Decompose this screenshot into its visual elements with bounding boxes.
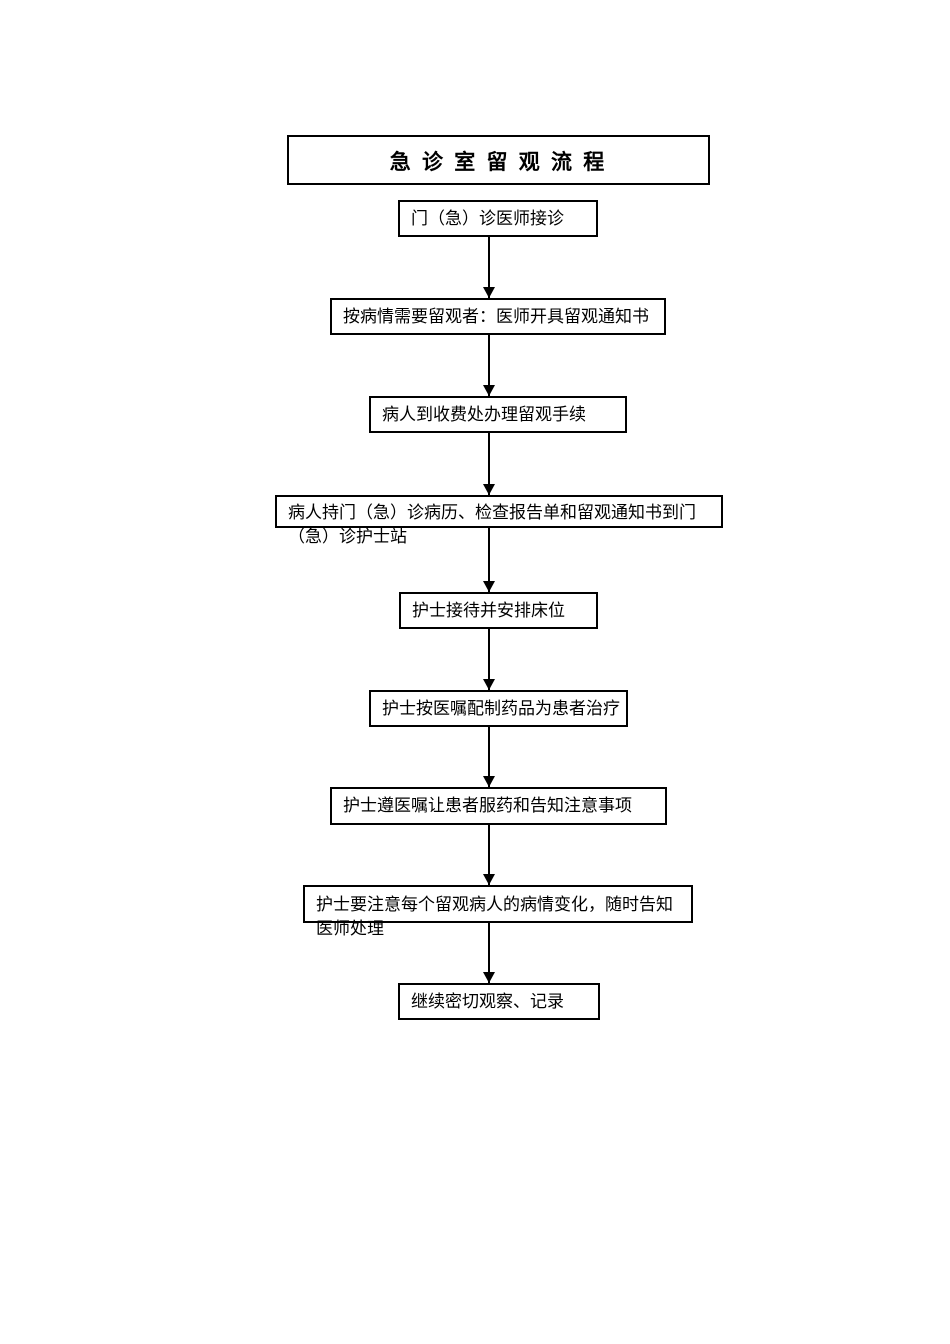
flow-step-text: 医师处理	[316, 919, 384, 938]
flow-arrow-5	[483, 629, 495, 690]
flow-step-text: 护士接待并安排床位	[412, 601, 565, 620]
flowchart-title-box: 急 诊 室 留 观 流 程	[287, 135, 710, 185]
flow-step-text: 护士遵医嘱让患者服药和告知注意事项	[343, 796, 632, 815]
flow-step-text: （急）诊护士站	[288, 527, 407, 546]
flow-step-doctor-reception: 门（急）诊医师接诊	[398, 200, 598, 237]
flow-arrow-4	[483, 528, 495, 592]
flow-arrow-1	[483, 237, 495, 298]
flow-step-text: 病人到收费处办理留观手续	[382, 405, 586, 424]
arrow-down-icon	[483, 972, 495, 983]
flow-step-text: 护士按医嘱配制药品为患者治疗	[382, 699, 620, 718]
flow-step-nurse-monitors-patient: 护士要注意每个留观病人的病情变化，随时告知 医师处理	[303, 885, 693, 938]
arrow-down-icon	[483, 287, 495, 298]
flow-arrow-7	[483, 825, 495, 885]
flow-arrow-2	[483, 335, 495, 396]
arrow-down-icon	[483, 776, 495, 787]
flow-arrow-3	[483, 433, 495, 495]
flow-arrow-8	[483, 923, 495, 983]
arrow-down-icon	[483, 385, 495, 396]
arrow-down-icon	[483, 874, 495, 885]
flow-step-nurse-arranges-bed: 护士接待并安排床位	[399, 592, 598, 629]
flow-step-text: 护士要注意每个留观病人的病情变化，随时告知	[316, 895, 673, 914]
flow-step-nurse-gives-medicine: 护士遵医嘱让患者服药和告知注意事项	[330, 787, 667, 825]
flow-step-go-to-nurse-station: 病人持门（急）诊病历、检查报告单和留观通知书到门 （急）诊护士站	[275, 495, 723, 546]
flow-step-text: 病人持门（急）诊病历、检查报告单和留观通知书到门	[288, 503, 696, 522]
flow-step-text: 继续密切观察、记录	[411, 992, 564, 1011]
arrow-down-icon	[483, 581, 495, 592]
page-title: 急 诊 室 留 观 流 程	[389, 150, 608, 174]
flow-step-nurse-prepares-medicine: 护士按医嘱配制药品为患者治疗	[369, 690, 628, 727]
flow-arrow-6	[483, 727, 495, 787]
flow-step-pay-at-cashier: 病人到收费处办理留观手续	[369, 396, 627, 433]
arrow-down-icon	[483, 679, 495, 690]
flow-step-text: 门（急）诊医师接诊	[411, 209, 564, 228]
flow-step-issue-observation-note: 按病情需要留观者：医师开具留观通知书	[330, 298, 666, 335]
flow-step-continue-observation: 继续密切观察、记录	[398, 983, 600, 1020]
flow-step-text: 按病情需要留观者：医师开具留观通知书	[343, 307, 649, 326]
arrow-down-icon	[483, 484, 495, 495]
